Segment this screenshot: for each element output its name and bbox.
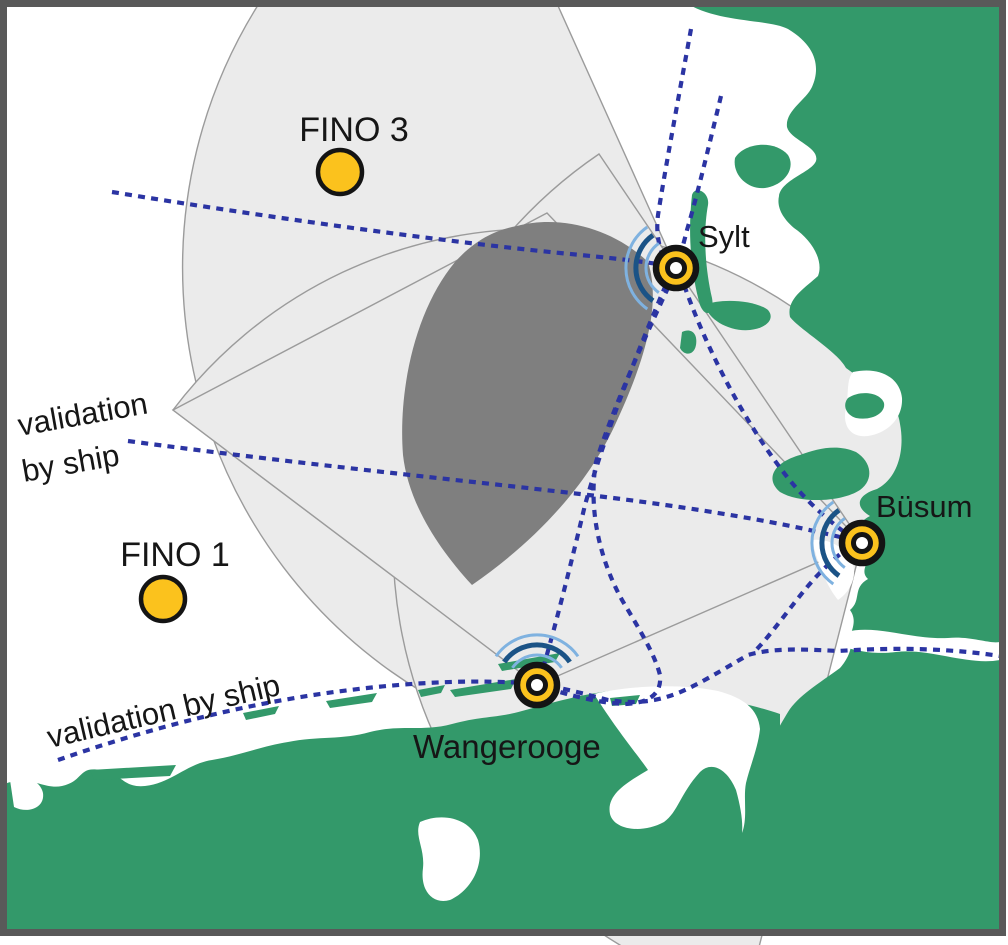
overlap-region — [402, 222, 653, 585]
radar-waves — [494, 225, 846, 669]
ship-track-northwest — [111, 189, 671, 269]
barrier-island-4 — [418, 685, 445, 697]
wave-arc-icon — [633, 233, 655, 303]
station-markers — [138, 147, 886, 709]
radar-station-center-icon — [526, 674, 548, 696]
wave-arc-icon — [502, 642, 572, 664]
wave-arc-icon — [624, 225, 649, 311]
ship-track-west-to-busum — [127, 438, 853, 543]
sylt-radar-waves-icon — [624, 225, 660, 311]
fino3-label: FINO 3 — [299, 111, 409, 149]
amrum-island — [705, 300, 771, 331]
platform-marker-fino1 — [138, 574, 188, 624]
station-marker-sylt — [652, 244, 700, 292]
eiderstedt-peninsula — [772, 447, 870, 501]
radar-station-center-icon — [665, 257, 687, 279]
fohr-island — [734, 144, 791, 189]
jade-bay — [418, 817, 480, 901]
barrier-island-1 — [90, 765, 176, 780]
sylt-label: Sylt — [698, 219, 750, 254]
west-inlet — [10, 777, 44, 810]
ship-track-coastal — [57, 646, 1001, 762]
wave-arc-icon — [830, 517, 846, 569]
elbe-estuary — [594, 686, 760, 833]
mainland-south — [0, 689, 780, 930]
wangerooge-radar-waves-icon — [494, 633, 580, 669]
wangerooge-label: Wangerooge — [413, 728, 601, 765]
wave-arc-icon — [819, 508, 841, 578]
barrier-island-3 — [326, 693, 377, 708]
barrier-island-2 — [243, 706, 279, 720]
radar-station-center-icon — [851, 532, 873, 554]
mainland-east — [688, 4, 1000, 930]
bay-island — [845, 393, 885, 419]
busum-label: Büsum — [876, 489, 972, 524]
ship-track-sylt-loop — [549, 274, 676, 707]
wave-arc-icon — [644, 242, 660, 294]
land — [0, 4, 1000, 930]
wave-arc-icon — [810, 500, 835, 586]
wave-arc-icon — [511, 653, 563, 669]
fino1-label: FINO 1 — [120, 536, 230, 574]
sylt-island — [690, 190, 713, 314]
wave-arc-icon — [494, 633, 580, 658]
platform-marker-fino3 — [315, 147, 365, 197]
busum-radar-waves-icon — [810, 500, 846, 586]
station-marker-busum — [838, 519, 886, 567]
small-island-north — [680, 330, 697, 354]
station-marker-wangerooge — [513, 661, 561, 709]
